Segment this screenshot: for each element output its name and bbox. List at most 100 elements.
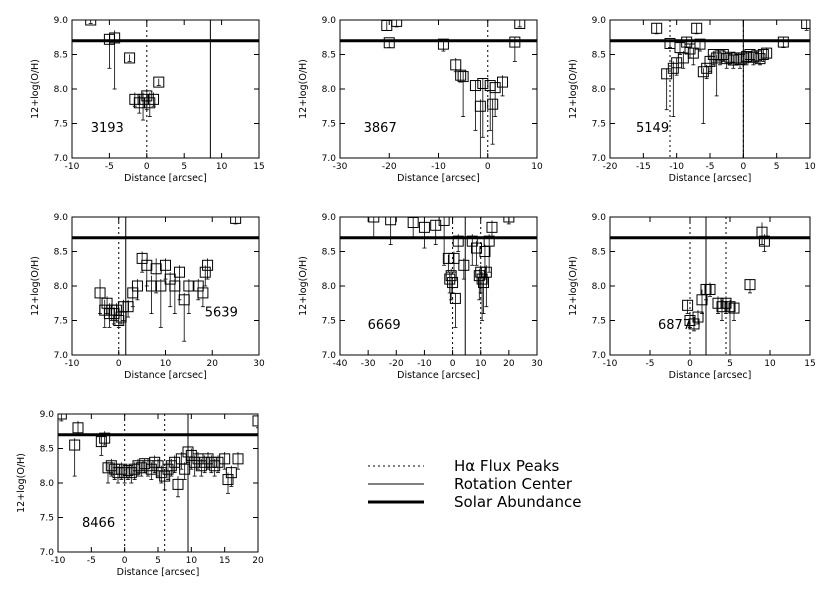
data-point-9 [148,92,160,107]
y-tick-label: 7.0 [40,548,55,558]
y-tick-label: 7.5 [322,317,336,327]
legend: Hα Flux Peaks Rotation Center Solar Abun… [368,457,582,511]
x-tick-label: -10 [51,556,66,566]
point-marker [692,311,704,323]
point-marker [153,76,165,88]
data-point-3 [95,434,107,456]
point-marker [757,49,769,60]
point-marker [449,292,461,304]
point-marker [385,217,397,226]
x-tick-label: 15 [804,359,815,369]
data-point-12 [489,82,501,117]
point-marker [202,259,214,271]
x-tick-label: -5 [105,162,114,172]
data-point-11 [694,38,706,52]
data-point-9 [447,277,459,294]
legend-rotation-center-label: Rotation Center [454,475,573,493]
point-marker [474,100,486,112]
data-point-3 [418,220,430,249]
x-tick-label: -20 [603,162,618,172]
point-marker [489,82,501,94]
data-point-11 [449,292,461,328]
x-tick-label: 10 [160,359,172,369]
galaxy-label: 3867 [364,121,397,136]
data-point-5 [700,282,712,301]
point-marker [801,20,810,29]
x-tick-label: 10 [531,162,543,172]
point-marker [728,302,740,314]
point-marker [169,456,181,468]
y-axis-title: 12+log(O/H) [16,453,27,513]
y-axis-title: 12+log(O/H) [30,59,41,119]
x-tick-label: -10 [431,162,446,172]
data-point-23 [486,220,498,239]
x-tick-label: -15 [636,162,651,172]
point-marker [514,20,526,29]
data-point-41 [225,465,237,487]
point-marker [684,315,696,326]
y-axis-title: 12+log(O/H) [30,256,41,316]
data-point-21 [155,465,167,484]
data-point-8 [445,268,457,301]
data-point-10 [122,299,134,318]
point-marker [682,299,694,311]
data-point-25 [169,455,181,474]
point-marker [124,52,136,64]
x-tick-label: -10 [669,162,684,172]
data-point-27 [202,258,214,280]
data-point-0 [381,20,393,32]
point-marker [447,277,459,289]
y-tick-label: 7.0 [592,351,607,361]
x-tick-label: 5 [774,162,780,172]
y-axis-title: 12+log(O/H) [568,59,579,119]
data-point-15 [145,275,157,315]
galaxy-label: 6669 [368,318,401,333]
data-point-2 [391,20,403,28]
y-tick-label: 9.0 [40,410,55,420]
data-point-10 [448,251,460,273]
data-point-3 [667,61,679,117]
x-tick-label: 10 [475,359,487,369]
data-point-11 [728,302,740,321]
data-point-42 [232,451,244,470]
point-marker [444,273,456,285]
x-tick-label: 0 [740,162,746,172]
x-tick-label: 20 [503,359,515,369]
data-point-3 [692,310,704,325]
point-marker [141,259,153,271]
x-axis-title: Distance [arcsec] [397,370,480,381]
y-tick-label: 8.5 [592,51,606,61]
data-point-26 [172,476,184,498]
y-tick-label: 8.0 [54,282,69,292]
point-marker [744,279,756,291]
x-tick-label: 0 [450,359,456,369]
data-point-39 [219,451,231,470]
point-marker [383,37,395,49]
x-tick-label: -10 [65,162,80,172]
data-point-28 [230,217,242,225]
x-tick-label: 30 [253,359,265,369]
data-point-6 [457,71,469,117]
y-tick-label: 8.0 [322,85,337,95]
point-marker [225,467,237,479]
data-point-1 [661,68,673,111]
point-marker [442,252,454,264]
data-point-15 [470,241,482,266]
x-tick-label: -40 [333,359,348,369]
y-tick-label: 9.0 [322,16,337,26]
point-marker [469,80,481,92]
data-point-8 [474,99,486,158]
legend-flux-peaks-label: Hα Flux Peaks [454,457,560,475]
point-marker [452,235,464,247]
y-tick-label: 8.5 [40,445,54,455]
data-point-12 [131,279,143,301]
x-tick-label: -30 [333,162,348,172]
data-point-5 [455,68,467,83]
data-point-33 [801,20,810,31]
data-point-13 [701,62,713,80]
x-tick-label: 10 [804,162,816,172]
point-marker [219,453,231,465]
